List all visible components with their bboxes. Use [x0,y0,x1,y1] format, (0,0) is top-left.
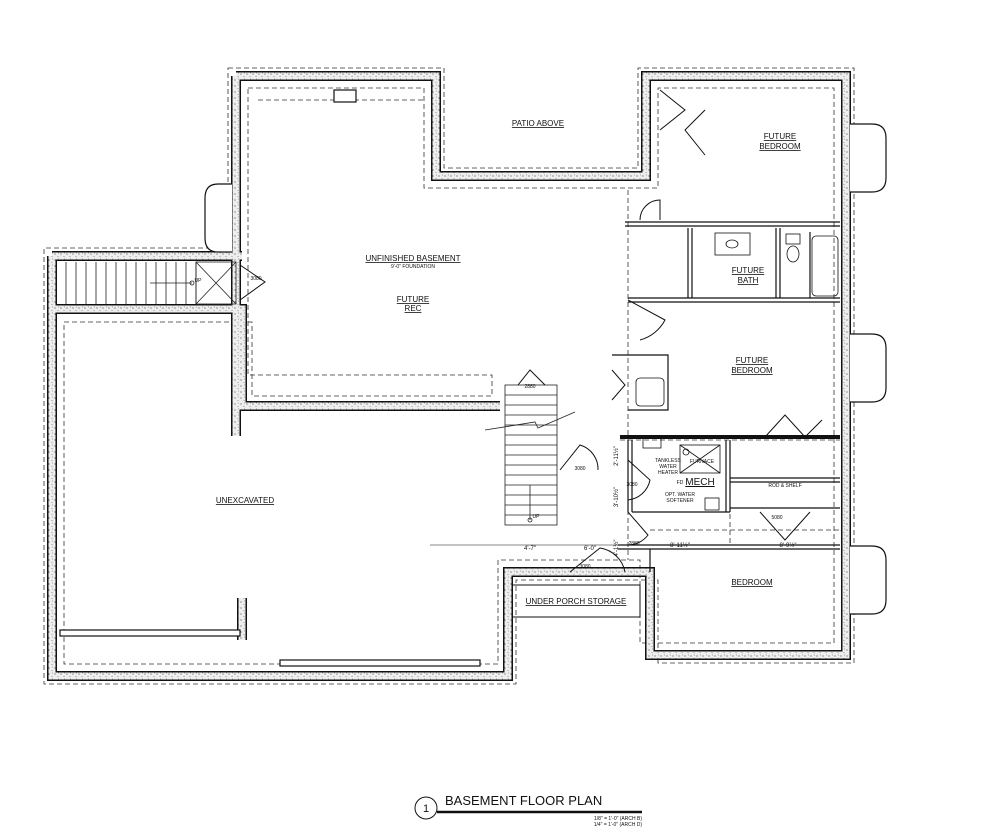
drawing-number: 1 [423,803,429,815]
egress-windows [59,89,887,667]
stairs-center [484,384,576,526]
door-swings [239,89,823,573]
room-label-future-bath-b: BATH [738,276,759,285]
foundation-note: 9'-0" FOUNDATION [391,264,435,270]
dimension: 8'-9½" [780,542,797,549]
interior-walls [612,221,840,572]
room-label-patio: PATIO ABOVE [512,119,564,128]
room-label-future-bedroom-1: FUTURE [764,132,796,141]
drawing-title: BASEMENT FLOOR PLAN [445,793,602,808]
note-softener-b: SOFTENER [666,498,694,504]
room-label-future-rec-b: REC [405,304,422,313]
dimension: 3'-10½" [613,487,620,507]
under-porch-storage-box [511,584,641,618]
room-label-mech: MECH [685,477,714,488]
dimension: 4'-7" [524,546,536,552]
room-label-future-bedroom-2b: BEDROOM [731,366,773,375]
room-label-future-bedroom-1b: BEDROOM [759,142,801,151]
door-tag: 3080 [574,466,585,472]
note-up-left: UP [195,278,203,284]
door-tag: 2880 [524,384,535,390]
door-tag: 3080 [626,482,637,488]
bathtub-icon [811,235,839,297]
door-tag: 5080 [771,515,782,521]
sink-icon [725,239,739,249]
toilet-icon [786,245,800,263]
note-fd: FD [677,480,684,486]
dimension: 4'-1½" [613,540,620,557]
scale-note: 1/8" = 1'-0" (ARCH B) [594,816,642,822]
dimension: 8'-11½" [670,542,690,549]
door-tag: 3080 [250,276,261,282]
door-tag: 2880 [628,541,639,547]
stairs-left [65,261,237,305]
footing-lines [43,67,855,685]
drawing-number-bubble [414,796,438,820]
room-label-bedroom: BEDROOM [731,578,773,587]
note-rod-shelf: ROD & SHELF [768,483,801,489]
foundation-walls [47,71,851,681]
note-softener: OPT. WATER [665,492,695,498]
fixtures [430,232,839,546]
note-furnace: FURNACE [690,459,715,465]
room-label-future-bedroom-2: FUTURE [736,356,768,365]
door-tag: 3080 [579,564,590,570]
room-label-unexcavated: UNEXCAVATED [216,496,274,505]
dimension: 6'-0" [584,546,596,552]
room-label-under-porch-storage: UNDER PORCH STORAGE [526,597,627,606]
note-up-center: UP [533,514,541,520]
note-tankless: TANKLESS [655,458,681,464]
scale-note: 1/4" = 1'-0" (ARCH D) [594,822,643,828]
room-label-future-bath: FUTURE [732,266,764,275]
note-tankless-c: HEATER [658,470,678,476]
note-tankless-b: WATER [659,464,677,470]
dimension: 2'-11½" [613,446,620,466]
title-block: 1 BASEMENT FLOOR PLAN 1/8" = 1'-0" (ARCH… [414,793,643,828]
room-label-future-rec: FUTURE [397,295,429,304]
room-label-unfinished-basement: UNFINISHED BASEMENT [365,254,460,263]
